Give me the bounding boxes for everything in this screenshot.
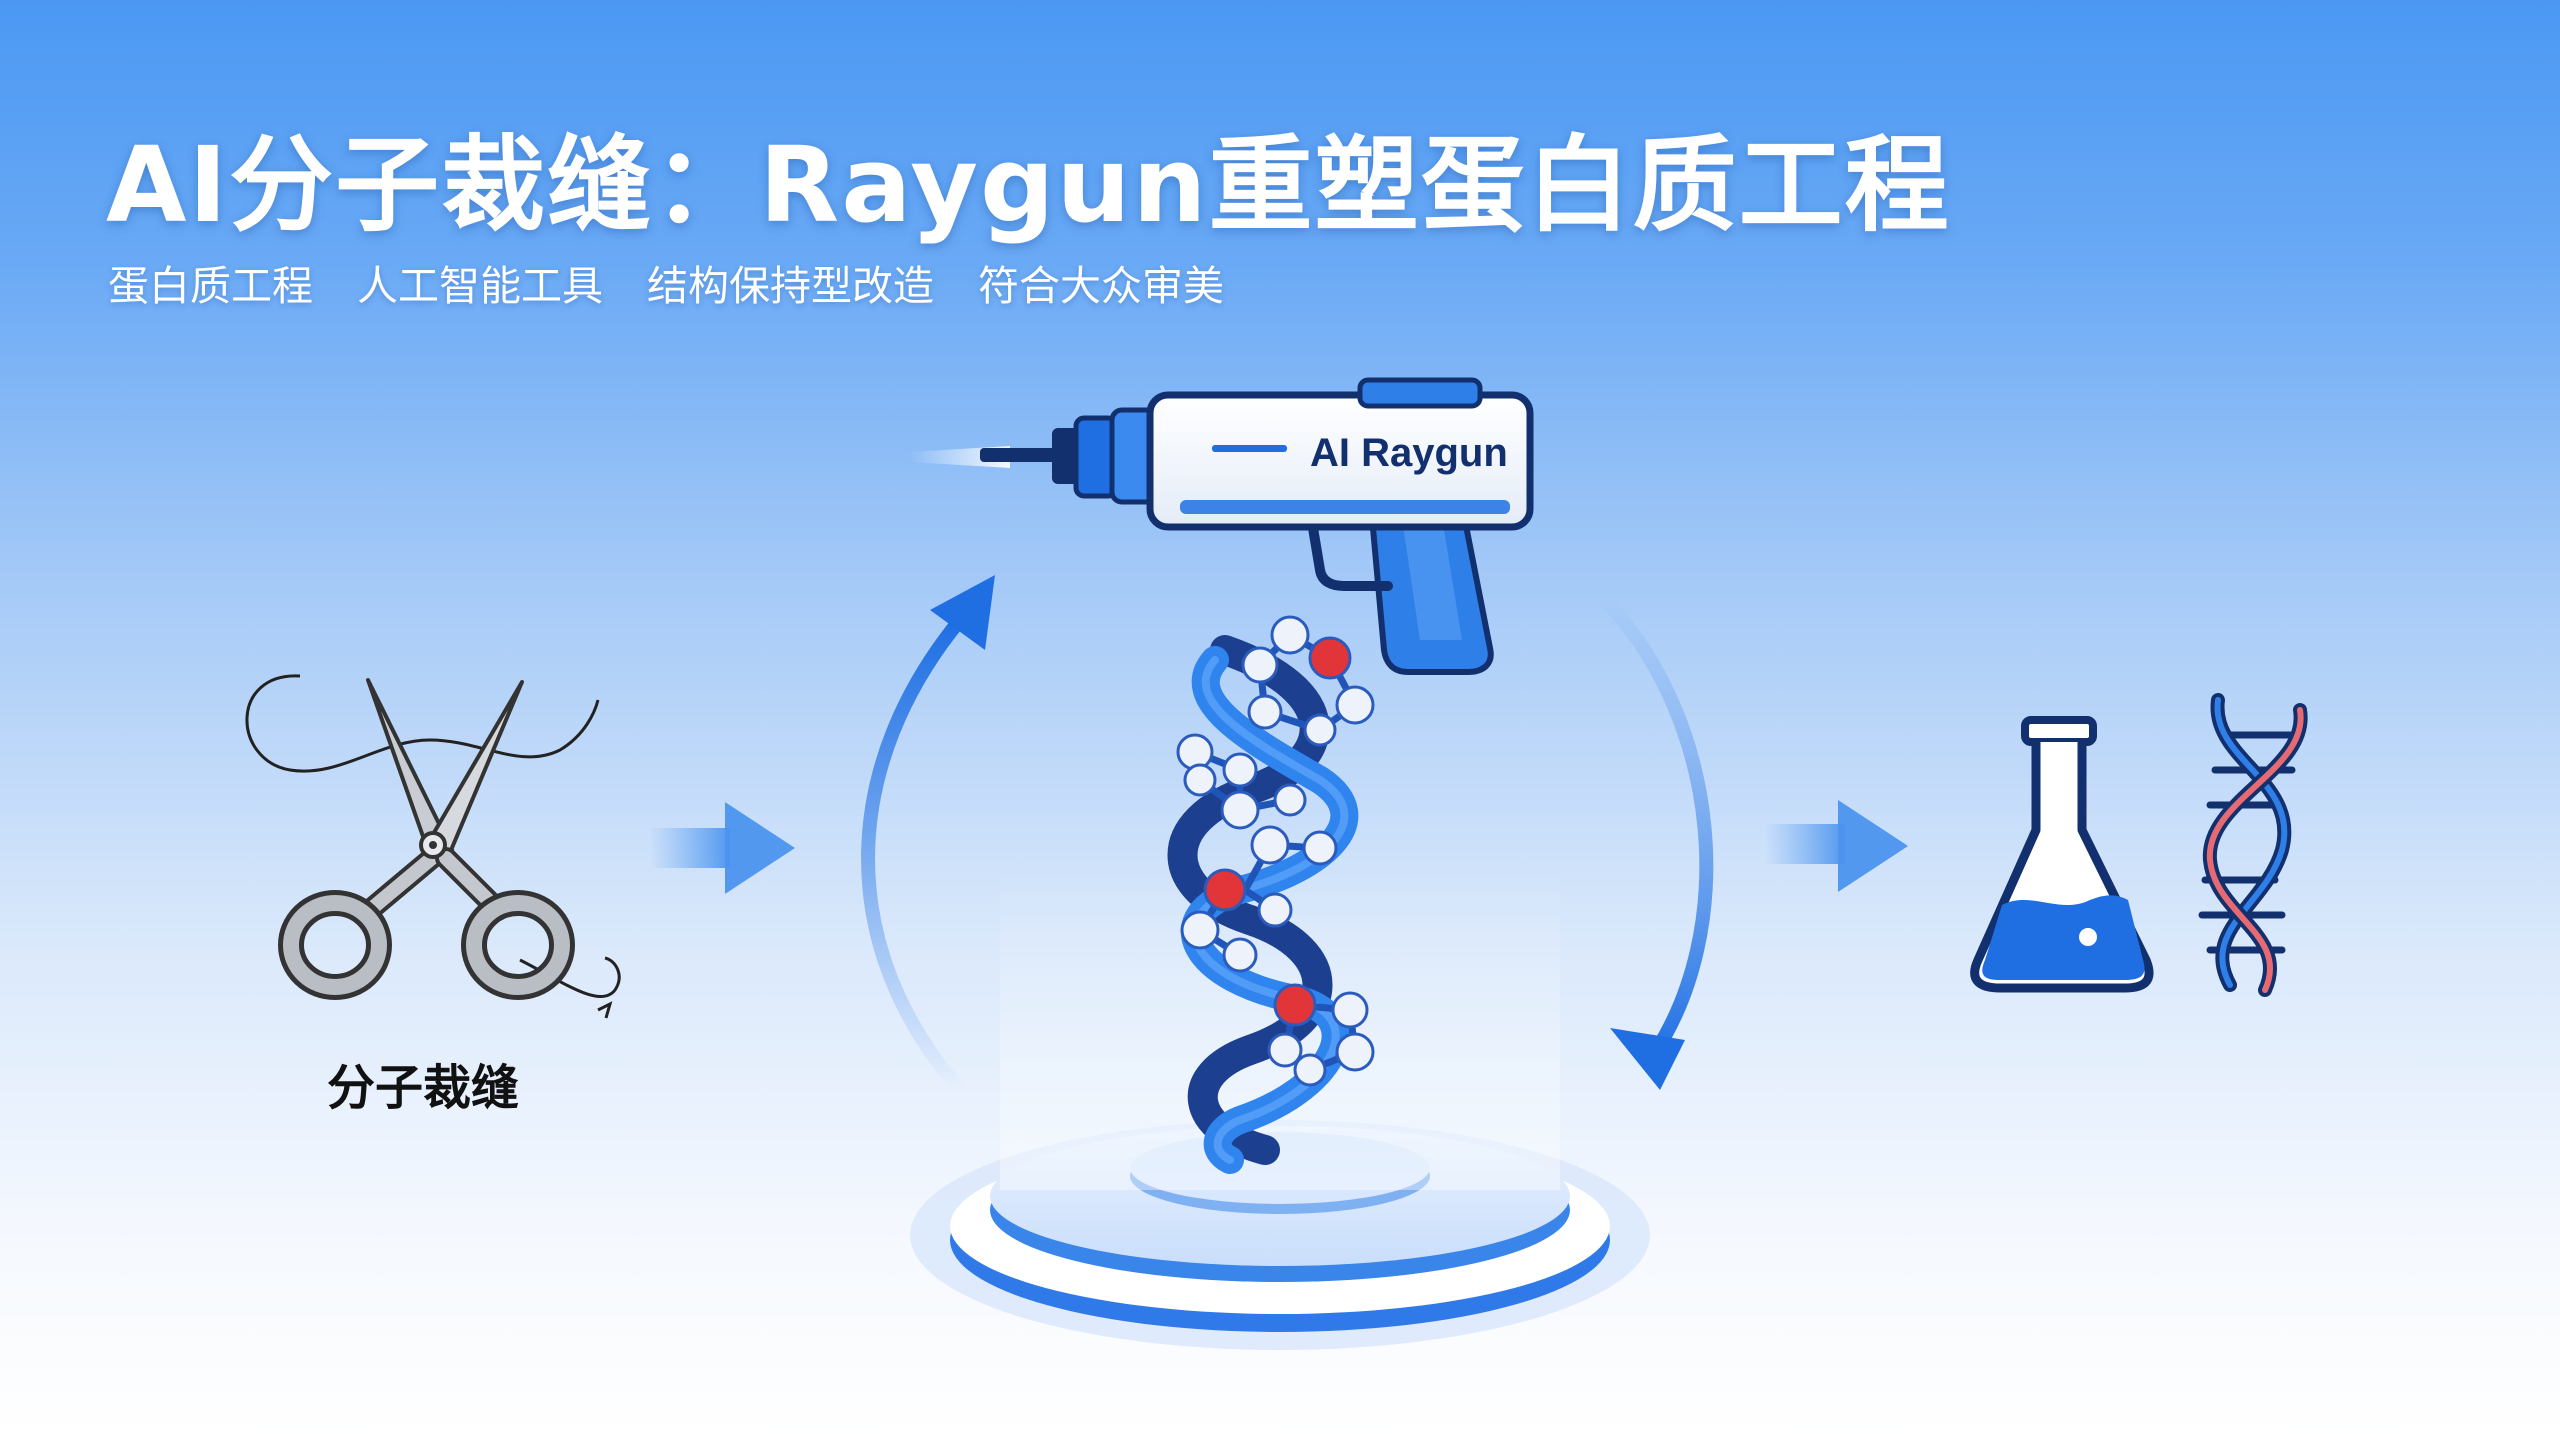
tag-structure-preserving: 结构保持型改造 (647, 262, 934, 310)
tag-list: 蛋白质工程 人工智能工具 结构保持型改造 符合大众审美 (108, 252, 1224, 312)
tag-ai-tools: 人工智能工具 (357, 262, 603, 310)
cycle-arrows-icon (861, 575, 1714, 1097)
dna-icon (2198, 693, 2308, 997)
flow-arrow-left-icon (650, 802, 795, 894)
protein-helix-icon (1167, 615, 1375, 1174)
raygun-icon[interactable]: AI Raygun (910, 377, 1534, 675)
tag-protein-engineering: 蛋白质工程 (108, 262, 313, 310)
pedestal-platform (910, 860, 1650, 1350)
flow-arrow-right-icon (1765, 800, 1908, 892)
tag-aesthetics: 符合大众审美 (978, 262, 1224, 310)
scissors-icon (245, 674, 621, 1019)
scissors-label: 分子裁缝 (327, 1060, 520, 1116)
raygun-label: AI Raygun (1310, 431, 1508, 475)
flask-icon (1970, 716, 2154, 993)
page-title: AI分子裁缝：Raygun重塑蛋白质工程 (106, 124, 1951, 246)
